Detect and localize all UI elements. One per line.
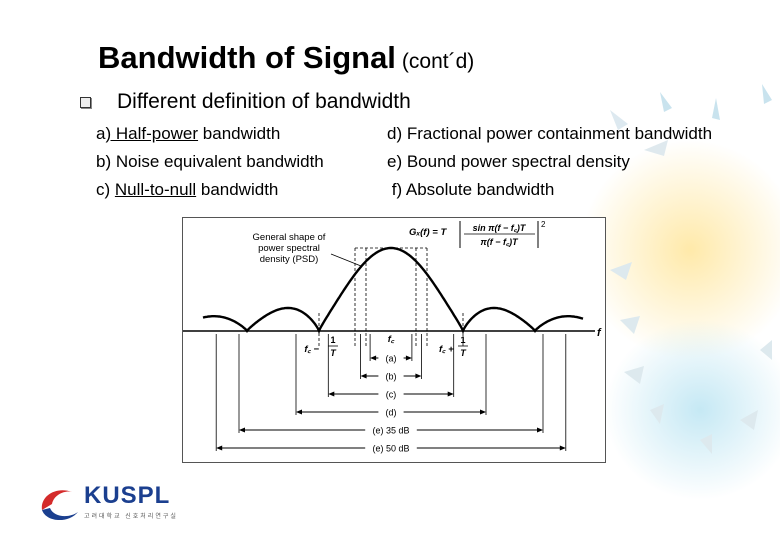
- dashed-guides: [318, 247, 464, 348]
- definition-a-prefix: a: [96, 124, 106, 143]
- band-4-arrowhead-1: [537, 427, 543, 433]
- kuspl-logo: [41, 490, 78, 521]
- band-0-arrowhead-1: [405, 355, 412, 361]
- right-null-frac-num: 1: [460, 335, 465, 345]
- left-null-frac-den: T: [330, 348, 337, 358]
- definition-list-left: a) Half-power bandwidth b) Noise equival…: [96, 120, 324, 204]
- psd-curve: [202, 246, 584, 335]
- left-null-label: f꜀ −: [304, 344, 319, 355]
- psd-diagram: General shape of power spectral density …: [183, 220, 602, 454]
- slide-title-suffix: (cont´d): [401, 50, 475, 73]
- definition-item-d: d) Fractional power containment bandwidt…: [387, 124, 713, 143]
- logo-subtitle: 고려대학교 신호처리연구실: [84, 514, 178, 520]
- square-bullet-icon: [80, 97, 91, 108]
- fc-label: f꜀: [388, 334, 395, 345]
- right-null-frac-den: T: [460, 348, 467, 358]
- definition-a-rest: bandwidth: [198, 124, 281, 143]
- definition-b-text: b) Noise equivalent bandwidth: [96, 152, 324, 171]
- band-label-3: (d): [386, 408, 397, 418]
- logo-text: KUSPL: [84, 482, 171, 509]
- band-label-4: (e) 35 dB: [372, 426, 409, 436]
- band-2-arrowhead-0: [328, 391, 335, 397]
- band-label-5: (e) 50 dB: [372, 444, 409, 454]
- bullet-text: Different definition of bandwidth: [117, 90, 411, 113]
- bandwidth-arrows: (a) (b) (c) (d) (e) 35 dB (e) 50 dB: [215, 334, 567, 454]
- band-5-arrowhead-0: [216, 445, 223, 451]
- formula-numerator: sin π(f − f꜀)T: [473, 223, 527, 233]
- definition-item-e: e) Bound power spectral density: [387, 152, 630, 171]
- formula-denominator: π(f − f꜀)T: [480, 237, 519, 247]
- right-null-label: f꜀ +: [439, 344, 454, 355]
- formula-lhs: Gₓ(f) = T: [409, 227, 447, 238]
- psd-bandwidth-figure: General shape of power spectral density …: [182, 217, 606, 463]
- band-2-arrowhead-1: [447, 391, 454, 397]
- band-0-arrowhead-0: [370, 355, 377, 361]
- formula-exponent: 2: [541, 220, 546, 229]
- band-4-arrowhead-0: [239, 427, 245, 433]
- band-5-arrowhead-1: [559, 445, 566, 451]
- definition-c-prefix: c): [96, 180, 115, 199]
- slide-title: Bandwidth of Signal(cont´d): [98, 40, 474, 76]
- definition-item-b: b) Noise equivalent bandwidth: [96, 148, 324, 176]
- definition-c-rest: bandwidth: [196, 180, 279, 199]
- definition-list-right: d) Fractional power containment bandwidt…: [387, 120, 712, 204]
- left-null-frac-num: 1: [330, 335, 335, 345]
- psd-label-pointer: [330, 253, 362, 267]
- psd-label-line-2: power spectral: [258, 243, 320, 254]
- logo-swoosh-blue: [42, 508, 78, 521]
- band-label-2: (c): [386, 390, 397, 400]
- band-3-arrowhead-1: [480, 409, 486, 415]
- band-label-1: (b): [386, 372, 397, 382]
- band-label-0: (a): [386, 354, 397, 364]
- definition-c-underlined: Null-to-null: [114, 180, 197, 199]
- definition-item-c: c) Null-to-null bandwidth: [96, 176, 324, 204]
- definition-item-f: f) Absolute bandwidth: [387, 180, 555, 199]
- band-1-arrowhead-1: [415, 373, 422, 379]
- psd-label-line-3: density (PSD): [260, 254, 319, 265]
- logo-swoosh-red: [41, 490, 72, 510]
- definition-item-a: a) Half-power bandwidth: [96, 120, 324, 148]
- psd-label-line-1: General shape of: [253, 232, 326, 243]
- psd-formula: Gₓ(f) = T sin π(f − f꜀)T π(f − f꜀)T 2: [409, 220, 546, 248]
- definition-a-underlined: ) Half-power: [105, 124, 199, 143]
- band-1-arrowhead-0: [360, 373, 367, 379]
- slide-title-main: Bandwidth of Signal: [98, 40, 396, 75]
- frequency-axis-label: f: [597, 327, 602, 339]
- band-3-arrowhead-0: [296, 409, 302, 415]
